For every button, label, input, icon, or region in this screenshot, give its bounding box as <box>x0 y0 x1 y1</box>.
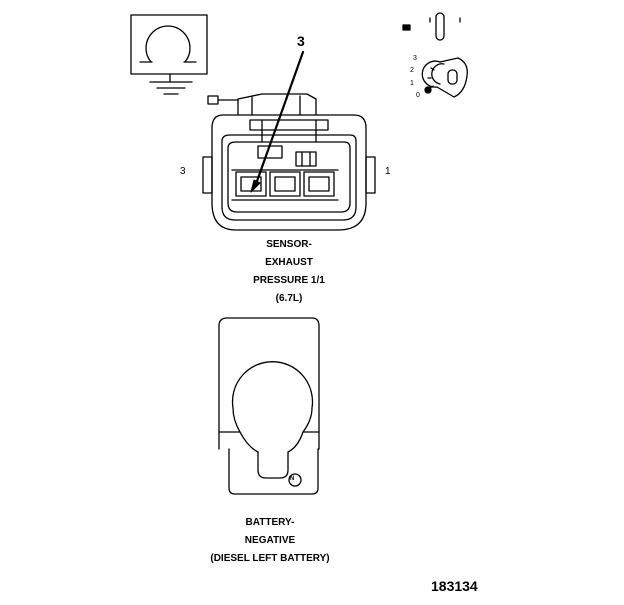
pin-callout-leader <box>250 50 305 193</box>
sensor-caption: SENSOR- EXHAUST PRESSURE 1/1 (6.7L) <box>220 236 358 308</box>
figure-number: 183134 <box>431 578 478 594</box>
ignition-position-3: 3 <box>413 55 417 62</box>
pin-label-left: 3 <box>180 166 186 177</box>
sensor-connector <box>202 93 376 231</box>
ignition-position-0: 0 <box>416 92 420 99</box>
ignition-position-1: 1 <box>410 80 414 87</box>
sensor-caption-line: PRESSURE 1/1 <box>253 275 325 286</box>
sensor-caption-line: EXHAUST <box>265 257 313 268</box>
ignition-position-2: 2 <box>410 67 414 74</box>
ohm-meter-icon <box>130 14 208 95</box>
pin-callout-number: 3 <box>297 33 305 49</box>
terminal-mark-n: N <box>290 476 295 482</box>
battery-caption: BATTERY- NEGATIVE (DIESEL LEFT BATTERY) <box>190 514 350 568</box>
sensor-caption-line: (6.7L) <box>275 293 303 304</box>
battery-caption-line: (DIESEL LEFT BATTERY) <box>210 553 330 564</box>
sensor-caption-line: SENSOR- <box>266 239 312 250</box>
battery-negative-terminal <box>218 317 320 495</box>
ignition-key-icon <box>402 12 468 98</box>
battery-caption-line: BATTERY- <box>245 517 295 528</box>
pin-label-right: 1 <box>385 166 391 177</box>
battery-caption-line: NEGATIVE <box>244 535 296 546</box>
